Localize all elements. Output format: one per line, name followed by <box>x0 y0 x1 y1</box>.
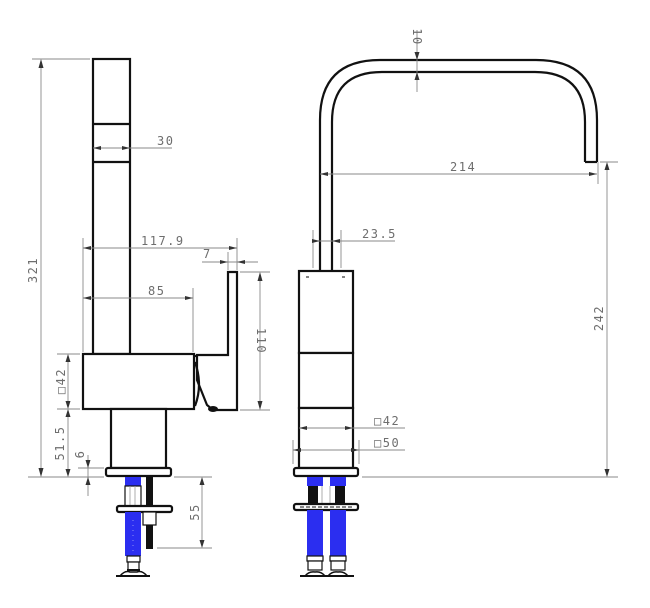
side-view: 321 30 117.9 7 85 110 <box>26 57 270 577</box>
gooseneck-spout <box>318 58 599 271</box>
hose-icon <box>330 510 346 556</box>
dim-spout-reach: 214 <box>450 160 476 174</box>
hose-icon <box>125 477 141 486</box>
front-view: 10 214 23.5 242 □42 □50 <box>292 28 618 577</box>
faucet-body-front <box>297 269 355 355</box>
mounting-washer <box>115 504 174 514</box>
dim-lever-thickness: 7 <box>203 247 212 261</box>
hose-icon <box>330 477 346 486</box>
hose-icon <box>307 510 323 556</box>
hose-icon <box>307 477 323 486</box>
dim-lever-height: 110 <box>254 328 268 354</box>
hose-icon <box>125 512 141 556</box>
base-plate-front <box>292 466 360 478</box>
spout-column <box>91 57 132 356</box>
dim-base-square: □50 <box>374 436 400 450</box>
lever-handle <box>195 270 239 412</box>
dim-body-square-side: □42 <box>54 368 68 394</box>
dim-overall-height: 321 <box>26 257 40 283</box>
dim-spout-width: 30 <box>157 134 174 148</box>
dim-spout-spacing: 23.5 <box>362 227 397 241</box>
faucet-base-front <box>297 406 355 470</box>
dim-base-height: 51.5 <box>53 426 67 461</box>
dim-body-square-front: □42 <box>374 414 400 428</box>
dim-body-to-lever: 85 <box>148 284 165 298</box>
dim-tube-diameter: 10 <box>410 28 424 45</box>
faucet-base <box>109 407 168 470</box>
dim-outlet-height: 242 <box>592 305 606 331</box>
base-plate <box>104 466 173 478</box>
faucet-body <box>81 352 196 411</box>
dim-shank-length: 55 <box>188 503 202 520</box>
dim-reach-to-lever: 117.9 <box>141 234 185 248</box>
dim-base-plate: 6 <box>73 450 87 459</box>
